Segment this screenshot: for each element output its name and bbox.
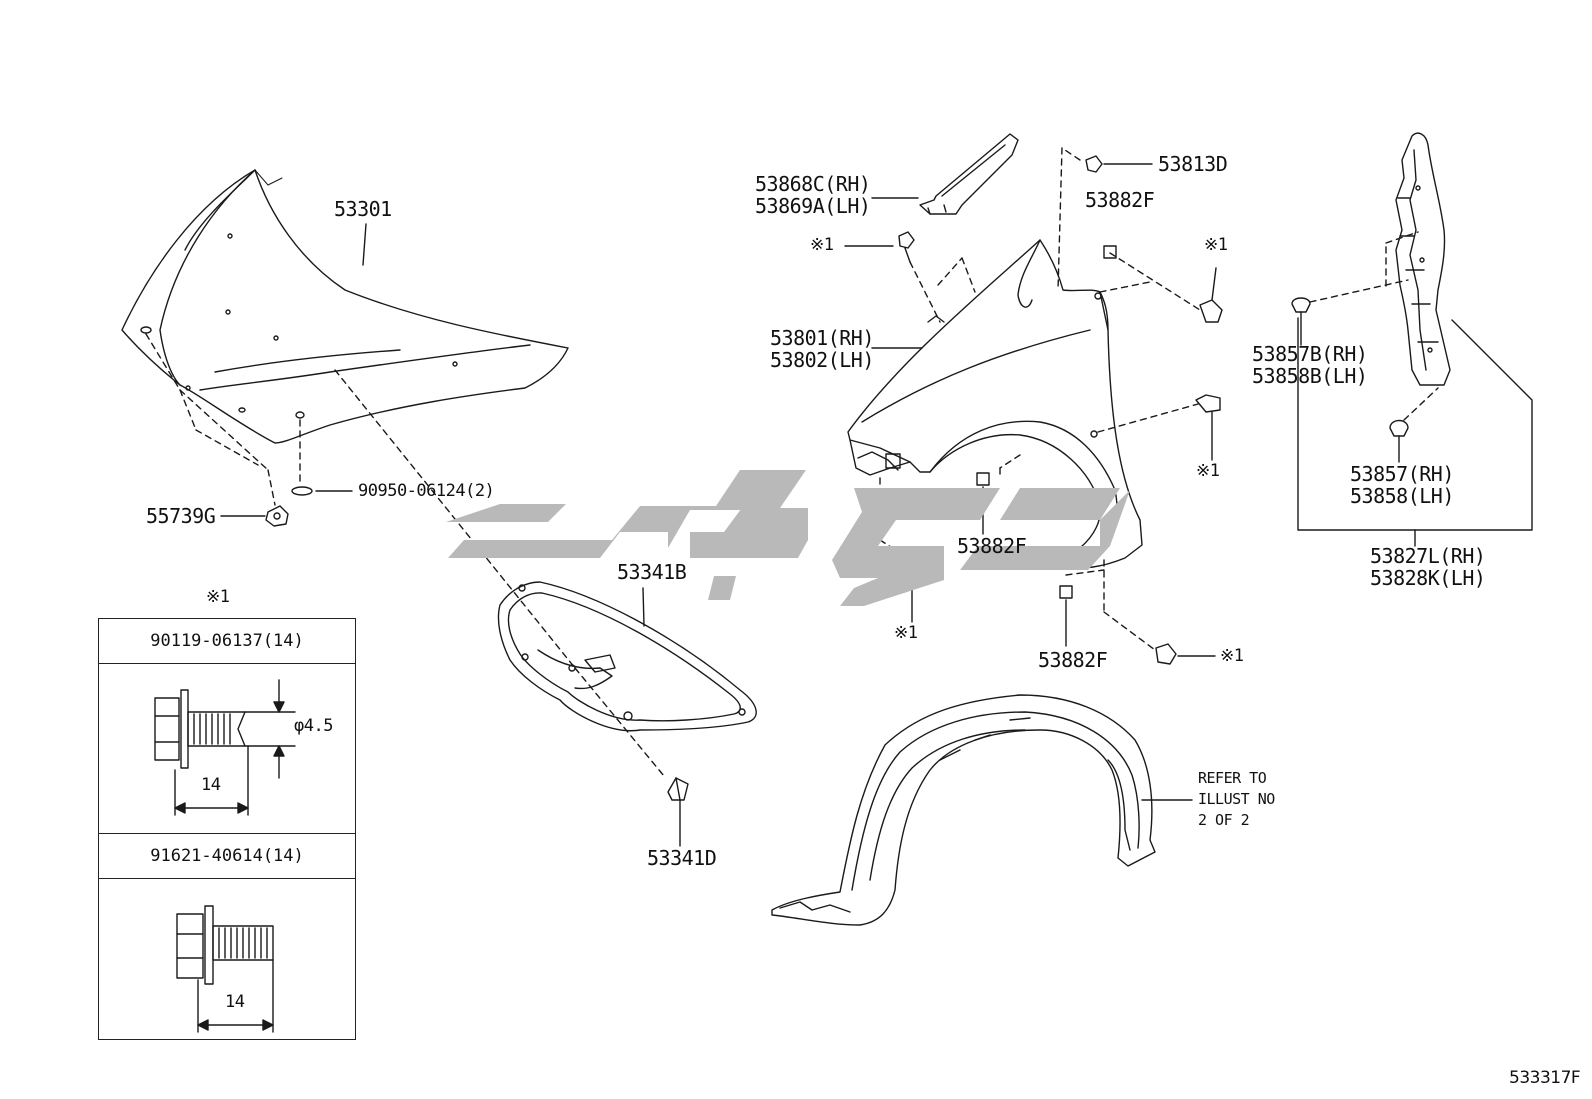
label-fender-nut-mid: 53882F xyxy=(957,534,1027,558)
label-spacer-b-rh: 53857B(RH) xyxy=(1252,342,1368,366)
fender-bolt-right-upper xyxy=(1199,267,1223,323)
fender-guides-top xyxy=(909,257,976,323)
watermark-logo xyxy=(446,470,1130,606)
fastener-panel: 90119-06137(14) 91621-40614(14) xyxy=(98,618,356,1040)
label-fender-rh: 53801(RH) xyxy=(770,326,874,350)
label-fender-seal-rh: 53868C(RH) xyxy=(755,172,871,196)
label-bracket-rh: 53827L(RH) xyxy=(1370,544,1486,568)
label-mark-bolt-upper: ※1 xyxy=(1204,235,1228,255)
insulator-clip xyxy=(667,777,689,801)
label-diagram-code: 533317F xyxy=(1509,1068,1581,1088)
label-spacer-lh: 53858(LH) xyxy=(1350,484,1454,508)
panel-row-bolt2-header: 91621-40614(14) xyxy=(99,834,355,879)
label-hinge-cap: 90950-06124(2) xyxy=(358,481,495,501)
label-bracket-lh: 53828K(LH) xyxy=(1370,566,1486,590)
fender-bracket xyxy=(1395,132,1451,386)
bracket-group-line xyxy=(1297,317,1533,531)
panel-bolt2-part: 91621-40614(14) xyxy=(150,846,304,866)
label-hood-insulator: 53341B xyxy=(617,560,687,584)
hood-panel xyxy=(121,169,569,444)
label-fender-nut-low: 53882F xyxy=(1038,648,1108,672)
panel-row-bolt1-header: 90119-06137(14) xyxy=(99,619,355,664)
hinge-cap xyxy=(291,486,313,496)
label-fender-lh: 53802(LH) xyxy=(770,348,874,372)
label-fender-seal-lh: 53869A(LH) xyxy=(755,194,871,218)
label-mark-bolt-lower-left: ※1 xyxy=(894,623,918,643)
panel-bolt2-length: 14 xyxy=(225,992,245,1012)
hood-cushion xyxy=(265,505,289,527)
fender-nut-mid xyxy=(976,472,990,486)
label-insulator-clip: 53341D xyxy=(647,846,717,870)
panel-bolt1-length: 14 xyxy=(201,775,221,795)
fender-clip-top xyxy=(1085,155,1103,173)
fender-nut-top xyxy=(1103,245,1117,259)
panel-bolt1-diameter: φ4.5 xyxy=(294,716,333,736)
label-spacer-b-lh: 53858B(LH) xyxy=(1252,364,1368,388)
bolt2-drawing xyxy=(176,905,274,1033)
fender-bolt-lower-right xyxy=(1155,643,1216,665)
bolt1-drawing xyxy=(154,679,296,816)
label-hood-cushion: 55739G xyxy=(146,504,216,528)
hood-insulator xyxy=(497,581,757,732)
fender-liner xyxy=(771,694,1156,926)
panel-row-bolt1-body xyxy=(99,664,355,834)
fender-bolt-right-mid xyxy=(1195,394,1221,461)
fender-seal xyxy=(919,133,1019,215)
hood-guides xyxy=(145,333,665,777)
panel-header-mark: ※1 xyxy=(206,587,230,607)
label-hood: 53301 xyxy=(334,197,392,221)
label-refer-note: REFER TO ILLUST NO 2 OF 2 xyxy=(1198,769,1275,829)
bracket-guides xyxy=(1309,231,1439,421)
leader-hood xyxy=(362,223,367,266)
label-fender-nut-top: 53882F xyxy=(1085,188,1155,212)
bracket-clip xyxy=(1389,419,1409,463)
leader-insulator xyxy=(642,587,645,627)
label-mark-screw-top: ※1 xyxy=(810,235,834,255)
panel-bolt1-part: 90119-06137(14) xyxy=(150,631,304,651)
fender-nut-low xyxy=(1059,585,1073,599)
fender-screw-top xyxy=(898,231,915,263)
label-fender-clip-top: 53813D xyxy=(1158,152,1228,176)
bracket-clip-b xyxy=(1291,297,1311,346)
label-mark-bolt-mid: ※1 xyxy=(1196,461,1220,481)
label-spacer-rh: 53857(RH) xyxy=(1350,462,1454,486)
label-mark-bolt-lower-right: ※1 xyxy=(1220,646,1244,666)
